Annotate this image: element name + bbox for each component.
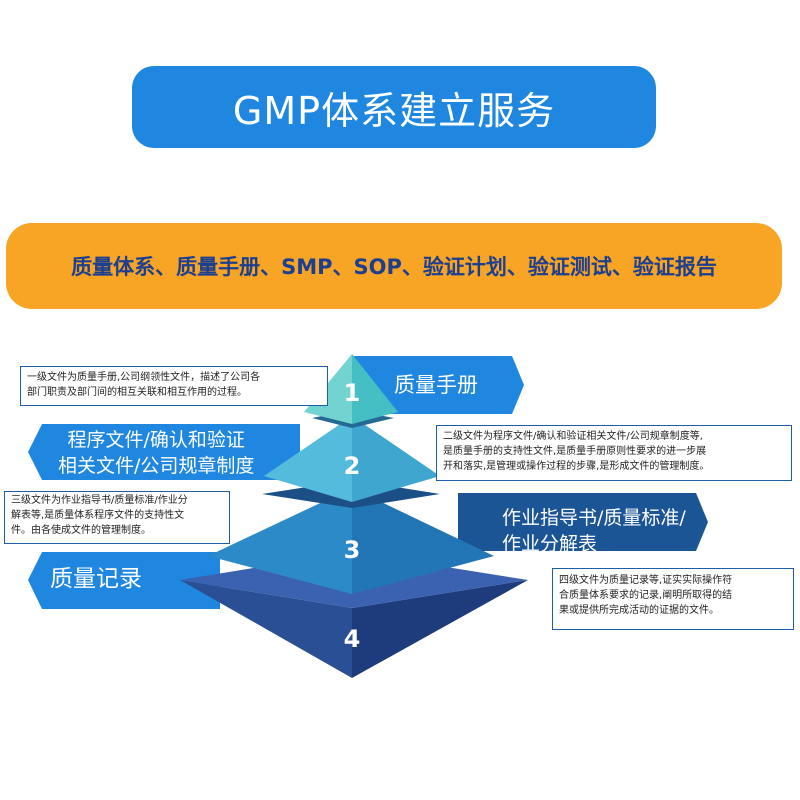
level-1-front-left (304, 354, 352, 424)
level-2-front-left (264, 416, 352, 502)
level-1-label: 质量手册 (394, 372, 478, 398)
level-4-number: 4 (343, 625, 361, 653)
level-2-description-line: 开和落实,是管理或操作过程的步骤,是形成文件的管理制度。 (443, 461, 710, 472)
level-1-description: 一级文件为质量手册,公司纲领性文件，描述了公司各 部门职责及部门间的相互关联和相… (20, 366, 328, 406)
level-3-front-right (352, 488, 494, 594)
level-1-description-line: 一级文件为质量手册,公司纲领性文件，描述了公司各 (27, 372, 261, 383)
level-2-description-line: 是质量手册的支持性文件,是质量手册原则性要求的进一步展 (443, 446, 707, 457)
level-2-description-line: 二级文件为程序文件/确认和验证相关文件/公司规章制度等, (443, 431, 703, 442)
level-3-description-line: 三级文件为作业指导书/质量标准/作业分 (11, 495, 188, 506)
level-4-description: 四级文件为质量记录等,证实实际操作符 合质量体系要求的记录,阐明所取得的结 果或… (552, 568, 794, 630)
level-2-label: 程序文件/确认和验证 相关文件/公司规章制度 (58, 427, 254, 479)
level-1-label-arrow (352, 356, 524, 414)
level-3-description-line: 件。由各使成文件的管理制度。 (11, 525, 151, 536)
level-4-label-line: 质量记录 (50, 566, 142, 592)
level-3-label: 作业指导书/质量标准/ 作业分解表 (502, 505, 686, 557)
level-4-description-line: 四级文件为质量记录等,证实实际操作符 (559, 575, 733, 586)
level-2-label-arrow (28, 424, 300, 480)
level-4-label-arrow (28, 552, 220, 609)
level-4-front-right (352, 580, 528, 678)
level-1-number: 1 (343, 379, 361, 407)
level-2-label-line: 程序文件/确认和验证 (67, 429, 245, 451)
level-3-description-line: 解表等,是质量体系程序文件的支持性文 (11, 510, 185, 521)
document-types-banner: 质量体系、质量手册、SMP、SOP、验证计划、验证测试、验证报告 (6, 223, 782, 309)
level-3-number: 3 (343, 536, 361, 564)
level-2-label-line: 相关文件/公司规章制度 (58, 455, 255, 477)
level-4-label: 质量记录 (50, 566, 142, 592)
level-2-description: 二级文件为程序文件/确认和验证相关文件/公司规章制度等, 是质量手册的支持性文件… (436, 425, 792, 481)
level-3-front-left (208, 488, 352, 594)
level-2-number: 2 (343, 452, 361, 480)
level-4-description-line: 合质量体系要求的记录,阐明所取得的结 (559, 590, 733, 601)
level-4-description-line: 果或提供所完成活动的证据的文件。 (559, 605, 719, 616)
level-3-label-line: 作业分解表 (502, 533, 598, 555)
page-title: GMP体系建立服务 (132, 66, 656, 148)
level-1-label-line: 质量手册 (394, 373, 478, 397)
level-3-description: 三级文件为作业指导书/质量标准/作业分 解表等,是质量体系程序文件的支持性文 件… (4, 491, 230, 544)
level-1-front-right (352, 354, 398, 424)
level-4-front-left (180, 580, 352, 678)
level-2-front-right (352, 416, 440, 502)
level-3-label-line: 作业指导书/质量标准/ (502, 507, 686, 529)
level-3-label-arrow (458, 493, 708, 551)
level-1-description-line: 部门职责及部门间的相互关联和相互作用的过程。 (27, 387, 247, 398)
